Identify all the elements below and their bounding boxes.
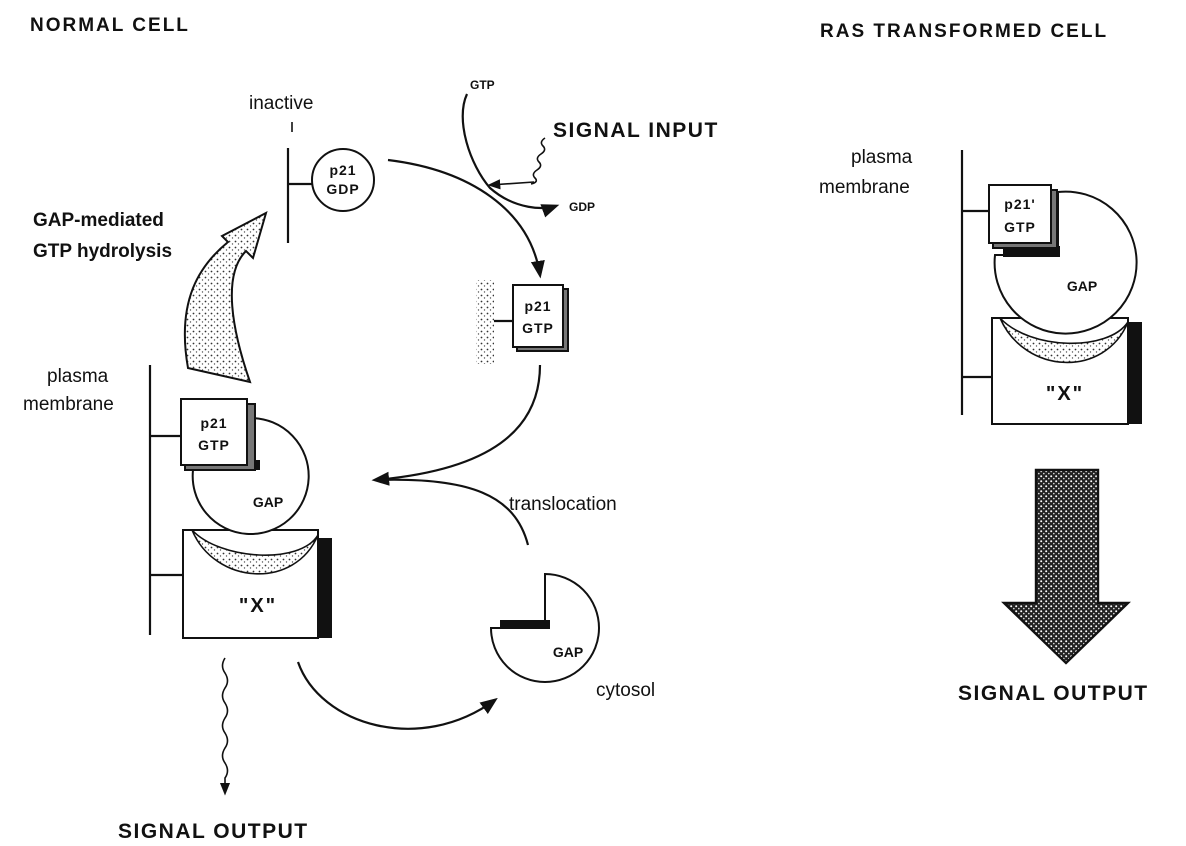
gtp-in-label: GTP [470, 78, 495, 92]
complex-x-label: "X" [239, 595, 277, 617]
hydrolysis-arrow [185, 213, 266, 382]
cytosol-gap-label: GAP [553, 644, 583, 660]
complex-gap-label: GAP [253, 494, 283, 510]
dissociation-arc [298, 662, 495, 729]
heading-ras-transformed-cell: RAS TRANSFORMED CELL [820, 21, 1108, 42]
translocation-label: translocation [509, 494, 617, 515]
normal-signal-output-label: SIGNAL OUTPUT [118, 820, 309, 843]
p21-gdp-top-label: p21 [329, 162, 356, 178]
normal-membrane-label: membrane [23, 394, 114, 415]
p21-gtp-bottom-label: GTP [522, 320, 554, 336]
ras-membrane-label: membrane [819, 177, 910, 198]
heading-normal-cell: NORMAL CELL [30, 15, 190, 36]
signal-input-arrow [490, 182, 534, 185]
gap-mediated-label-line2: GTP hydrolysis [33, 241, 172, 262]
signal-input-label: SIGNAL INPUT [553, 119, 719, 142]
inactive-label: inactive [249, 93, 313, 114]
ras-plasma-label: plasma [851, 147, 913, 168]
normal-signal-output-arrow [223, 658, 228, 793]
ras-signal-output-arrow [1004, 470, 1128, 663]
binding-arc [375, 365, 540, 480]
complex-gtp-label: GTP [198, 437, 230, 453]
signal-input-squiggle [531, 138, 545, 184]
ras-p21-label: p21' [1004, 196, 1035, 212]
activation-arc [388, 160, 540, 275]
p21-gtp-top-label: p21 [524, 298, 551, 314]
gdp-out-label: GDP [569, 200, 595, 214]
gap-mediated-label-line1: GAP-mediated [33, 210, 164, 231]
p21-gtp-box [513, 285, 563, 347]
normal-plasma-label: plasma [47, 366, 109, 387]
ras-signal-output-label: SIGNAL OUTPUT [958, 682, 1149, 705]
p21-gdp-circle [312, 149, 374, 211]
complex-p21-label: p21 [200, 415, 227, 431]
ras-x-dark-edge [1128, 322, 1142, 424]
membrane-patch-stipple [476, 280, 494, 364]
translocation-arc [376, 480, 528, 545]
ras-gap-label: GAP [1067, 278, 1097, 294]
x-receptor-dark-edge [318, 538, 332, 638]
ras-x-label: "X" [1046, 383, 1084, 405]
p21-gdp-bottom-label: GDP [326, 181, 359, 197]
complex-p21-box [181, 399, 247, 465]
gtp-exchange-arrow [463, 94, 556, 208]
cytosol-gap-dark-notch [500, 620, 550, 629]
ras-gtp-label: GTP [1004, 219, 1036, 235]
cytosol-label: cytosol [596, 680, 655, 701]
